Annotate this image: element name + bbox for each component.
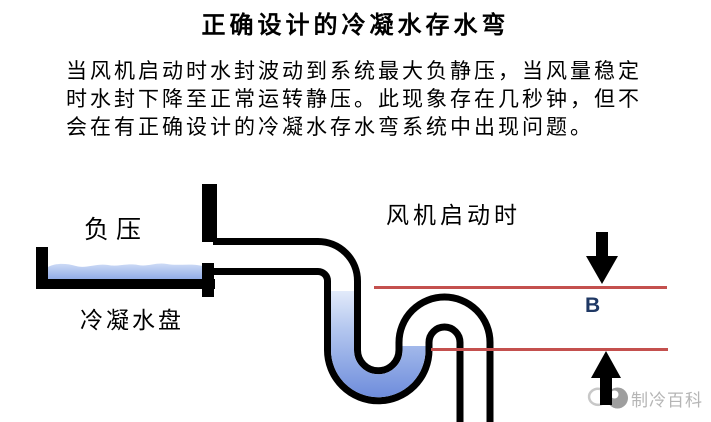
watermark-text: 制冷百科	[631, 391, 703, 410]
trap-water-seal	[315, 291, 441, 422]
up-arrow-icon	[591, 351, 621, 405]
pan-water	[48, 263, 203, 281]
description-line-3: 会在有正确设计的冷凝水存水弯系统中出现问题。	[66, 115, 594, 139]
page-title: 正确设计的冷凝水存水弯	[201, 13, 510, 39]
description-line-1: 当风机启动时水封波动到系统最大负静压，当风量稳定	[66, 59, 642, 83]
description-paragraph: 当风机启动时水封波动到系统最大负静压，当风量稳定 时水封下降至正常运转静压。此现…	[66, 57, 642, 141]
pan-bottom	[36, 279, 215, 289]
fan-startup-label: 风机启动时	[386, 203, 521, 228]
condensate-pan-label: 冷凝水盘	[80, 308, 184, 333]
watermark-logo-highlight	[610, 390, 619, 399]
pan-right-wall	[202, 263, 214, 297]
pan-left-wall	[36, 247, 48, 289]
duct-wall-bar	[202, 184, 217, 242]
watermark-logo-curl	[587, 387, 603, 407]
down-arrow-icon	[586, 232, 618, 284]
description-line-2: 时水封下降至正常运转静压。此现象存在几秒钟，但不	[66, 87, 642, 111]
distance-b-label: B	[585, 294, 601, 317]
negative-pressure-label: 负压	[84, 217, 149, 244]
watermark-logo	[587, 387, 628, 409]
